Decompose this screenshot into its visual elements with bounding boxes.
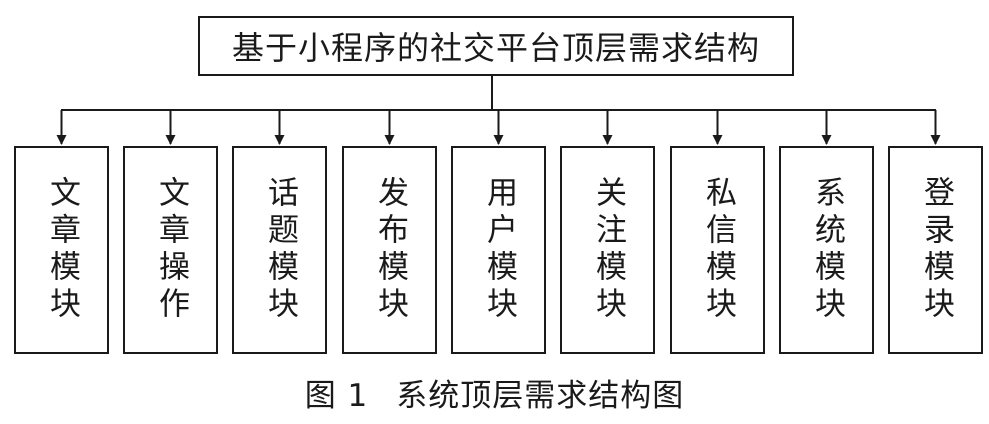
module-node-8: 系统模块 <box>779 146 874 354</box>
module-node-1: 文章模块 <box>14 146 109 354</box>
module-label: 关注模块 <box>590 176 626 324</box>
module-node-2: 文章操作 <box>123 146 218 354</box>
root-node: 基于小程序的社交平台顶层需求结构 <box>198 16 794 76</box>
module-node-6: 关注模块 <box>560 146 655 354</box>
figure-number: 图 1 <box>304 378 369 414</box>
figure-caption: 图 1 系统顶层需求结构图 <box>0 370 989 415</box>
root-label: 基于小程序的社交平台顶层需求结构 <box>231 29 760 67</box>
module-node-3: 话题模块 <box>232 146 327 354</box>
module-label: 私信模块 <box>700 176 736 324</box>
module-label: 用户模块 <box>481 176 517 324</box>
module-node-9: 登录模块 <box>888 146 983 354</box>
module-label: 文章模块 <box>44 176 80 324</box>
module-label: 登录模块 <box>918 176 954 324</box>
module-node-4: 发布模块 <box>342 146 437 354</box>
module-label: 系统模块 <box>809 176 845 324</box>
module-label: 发布模块 <box>372 176 408 324</box>
module-label: 文章操作 <box>153 176 189 324</box>
module-node-7: 私信模块 <box>670 146 765 354</box>
module-label: 话题模块 <box>262 176 298 324</box>
module-node-5: 用户模块 <box>451 146 546 354</box>
figure-title: 系统顶层需求结构图 <box>396 378 685 414</box>
